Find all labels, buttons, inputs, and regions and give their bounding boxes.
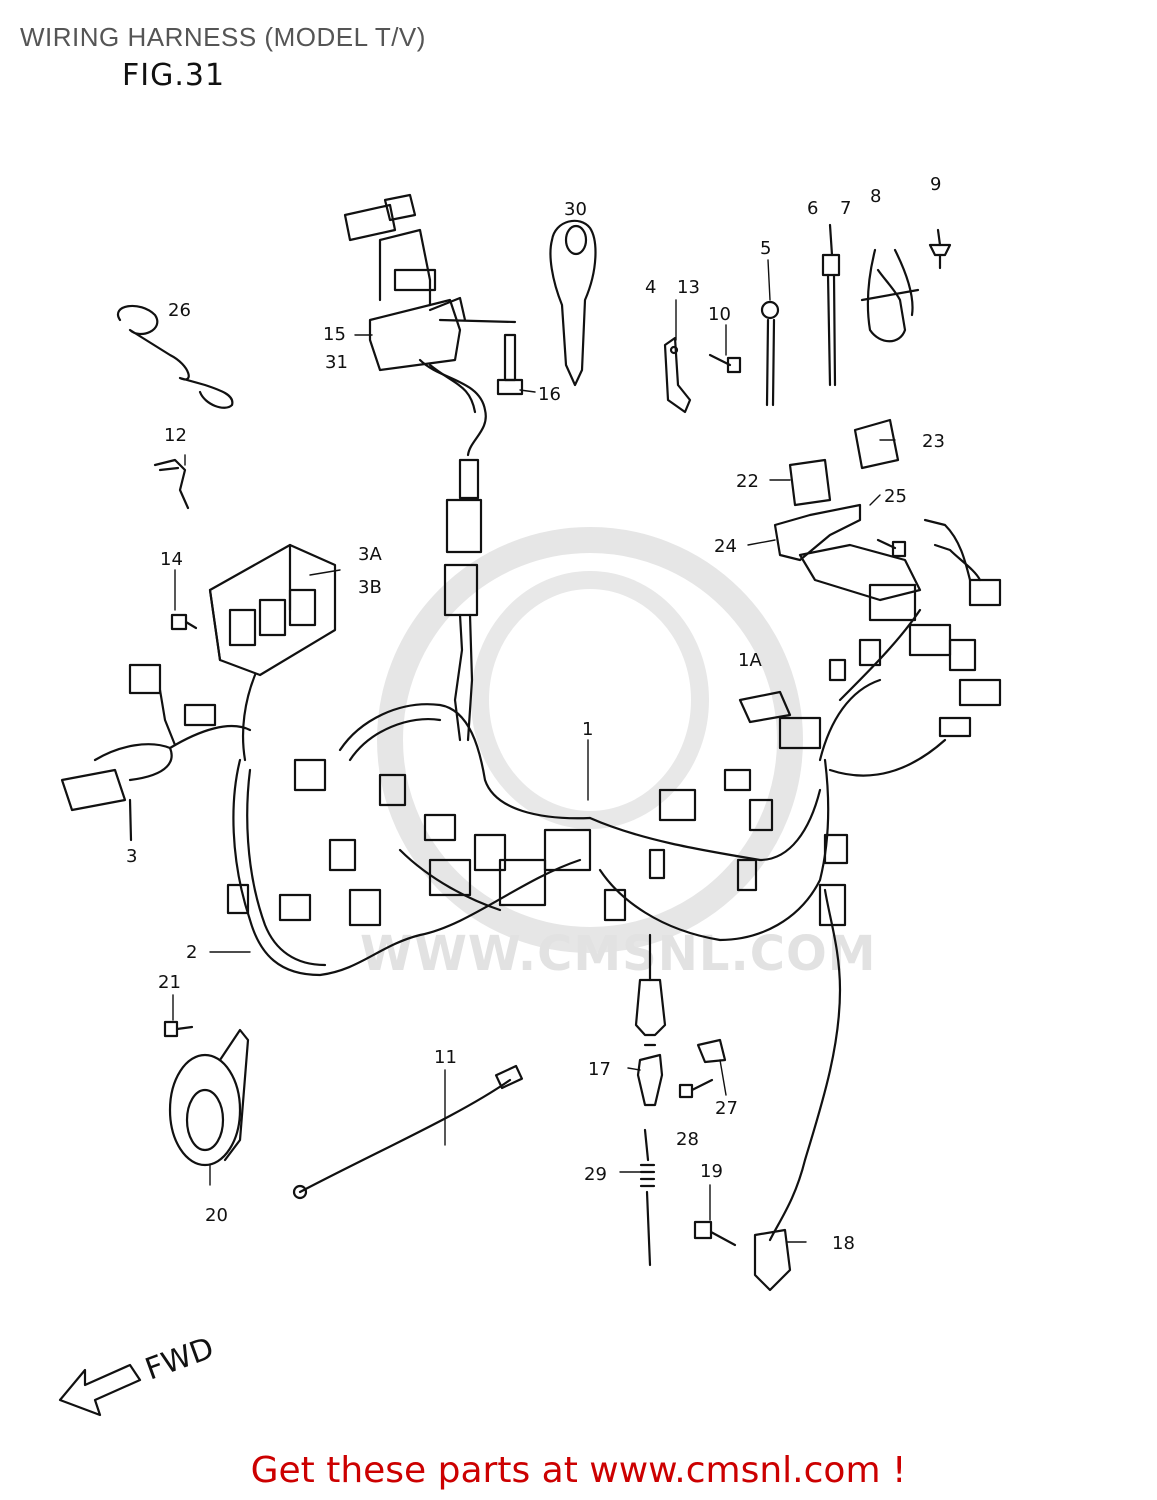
callout-29: 29 bbox=[584, 1164, 607, 1185]
screw-21 bbox=[163, 1020, 194, 1038]
callout-14: 14 bbox=[160, 549, 183, 570]
callout-4: 4 bbox=[645, 277, 656, 298]
callout-28: 28 bbox=[676, 1129, 699, 1150]
callout-17: 17 bbox=[588, 1059, 611, 1080]
horn-20 bbox=[168, 1028, 250, 1167]
relay-23 bbox=[853, 418, 900, 470]
footer-cta[interactable]: Get these parts at www.cmsnl.com ! bbox=[250, 1450, 907, 1491]
callout-25: 25 bbox=[884, 486, 907, 507]
callout-10: 10 bbox=[708, 304, 731, 325]
callout-18: 18 bbox=[832, 1233, 855, 1254]
ignition-switch bbox=[343, 193, 517, 457]
callout-8: 8 bbox=[870, 186, 881, 207]
lead-wire-11 bbox=[292, 1064, 524, 1200]
callout-12: 12 bbox=[164, 425, 187, 446]
callout-13: 13 bbox=[677, 277, 700, 298]
callout-11: 11 bbox=[434, 1047, 457, 1068]
screw-25 bbox=[876, 538, 907, 558]
callout-27: 27 bbox=[715, 1098, 738, 1119]
callout-9: 9 bbox=[930, 174, 941, 195]
callout-30: 30 bbox=[564, 199, 587, 220]
callout-20: 20 bbox=[205, 1205, 228, 1226]
callout-3b: 3B bbox=[358, 577, 382, 598]
watermark: WWW.CMSNL.COM bbox=[360, 527, 877, 982]
bolt-19 bbox=[693, 1220, 737, 1247]
clip-26 bbox=[116, 304, 234, 409]
clip-12 bbox=[153, 458, 190, 510]
fwd-arrow bbox=[58, 1363, 142, 1417]
bolt-16 bbox=[496, 333, 524, 396]
callout-15: 15 bbox=[323, 324, 346, 345]
connectors-cluster bbox=[183, 703, 849, 927]
callout-labels: 1 1A 2 3 3A 3B 4 13 5 6 7 8 9 10 11 12 1… bbox=[126, 174, 945, 1254]
relay-1A bbox=[738, 690, 822, 750]
cable-tie-6-7 bbox=[821, 223, 841, 387]
screw-14 bbox=[170, 613, 198, 631]
page-title: WIRING HARNESS (MODEL T/V) bbox=[20, 22, 426, 52]
screw-10 bbox=[708, 353, 742, 374]
leader-lines bbox=[172, 259, 896, 1243]
connector-3 bbox=[60, 663, 252, 842]
callout-24: 24 bbox=[714, 536, 737, 557]
key-30 bbox=[549, 219, 597, 387]
callout-1a: 1A bbox=[738, 650, 762, 671]
sensor-18 bbox=[753, 883, 847, 1292]
relay-22 bbox=[788, 458, 832, 507]
callout-5: 5 bbox=[760, 238, 771, 259]
fuse-box bbox=[208, 543, 337, 762]
bracket-24 bbox=[773, 503, 922, 602]
spring-29 bbox=[639, 1128, 656, 1267]
fwd-label: FWD bbox=[141, 1331, 219, 1388]
bracket-4-13 bbox=[663, 336, 692, 414]
clamp-8 bbox=[860, 248, 920, 343]
callout-19: 19 bbox=[700, 1161, 723, 1182]
figure-number: FIG.31 bbox=[122, 58, 226, 93]
callout-7: 7 bbox=[840, 198, 851, 219]
rivet-9 bbox=[928, 228, 952, 270]
pickup-connector bbox=[634, 933, 667, 1037]
screw-28 bbox=[678, 1078, 714, 1099]
clamp-27 bbox=[696, 1038, 727, 1064]
watermark-text: WWW.CMSNL.COM bbox=[360, 926, 877, 982]
callout-21: 21 bbox=[158, 972, 181, 993]
callout-2: 2 bbox=[186, 942, 197, 963]
ignition-connectors bbox=[443, 458, 483, 742]
cable-tie-5 bbox=[760, 300, 780, 407]
callout-22: 22 bbox=[736, 471, 759, 492]
callout-3: 3 bbox=[126, 846, 137, 867]
right-branch-connectors bbox=[828, 518, 1002, 738]
callout-16: 16 bbox=[538, 384, 561, 405]
callout-23: 23 bbox=[922, 431, 945, 452]
switch-17 bbox=[636, 1043, 664, 1107]
callout-6: 6 bbox=[807, 198, 818, 219]
main-harness-2 bbox=[232, 608, 947, 977]
callout-26: 26 bbox=[168, 300, 191, 321]
callout-3a: 3A bbox=[358, 544, 382, 565]
callout-31: 31 bbox=[325, 352, 348, 373]
callout-1: 1 bbox=[582, 719, 593, 740]
